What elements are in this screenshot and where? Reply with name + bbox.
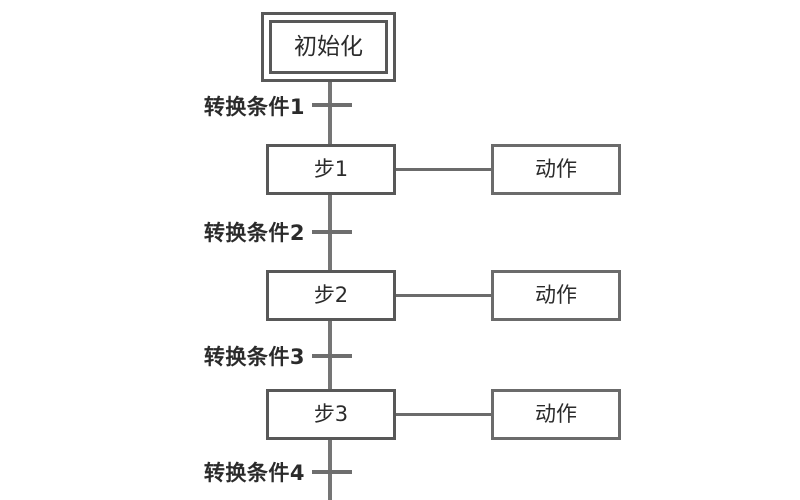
step-box-3[interactable]: 步3: [266, 389, 396, 440]
transition-label-3: 转换条件3: [203, 345, 305, 369]
step-label-1: 步1: [313, 157, 349, 181]
flow-line-segment-0: [328, 82, 332, 144]
initial-step-inner-border: 初始化: [269, 20, 388, 74]
transition-label-1: 转换条件1: [203, 95, 305, 119]
step-box-1[interactable]: 步1: [266, 144, 396, 195]
initial-step-label: 初始化: [294, 33, 363, 60]
transition-label-4: 转换条件4: [203, 461, 305, 485]
transition-tick-2: [312, 230, 352, 234]
step-action-connector-1: [396, 168, 491, 171]
step-label-3: 步3: [313, 402, 349, 426]
transition-label-2: 转换条件2: [203, 221, 305, 245]
action-label-2: 动作: [535, 283, 577, 307]
step-action-connector-2: [396, 294, 491, 297]
action-box-3[interactable]: 动作: [491, 389, 621, 440]
step-label-2: 步2: [313, 283, 349, 307]
step-action-connector-3: [396, 413, 491, 416]
transition-tick-1: [312, 103, 352, 107]
action-box-2[interactable]: 动作: [491, 270, 621, 321]
initial-step-box[interactable]: 初始化: [261, 12, 396, 82]
transition-tick-4: [312, 470, 352, 474]
action-box-1[interactable]: 动作: [491, 144, 621, 195]
step-box-2[interactable]: 步2: [266, 270, 396, 321]
action-label-3: 动作: [535, 402, 577, 426]
action-label-1: 动作: [535, 157, 577, 181]
transition-tick-3: [312, 354, 352, 358]
